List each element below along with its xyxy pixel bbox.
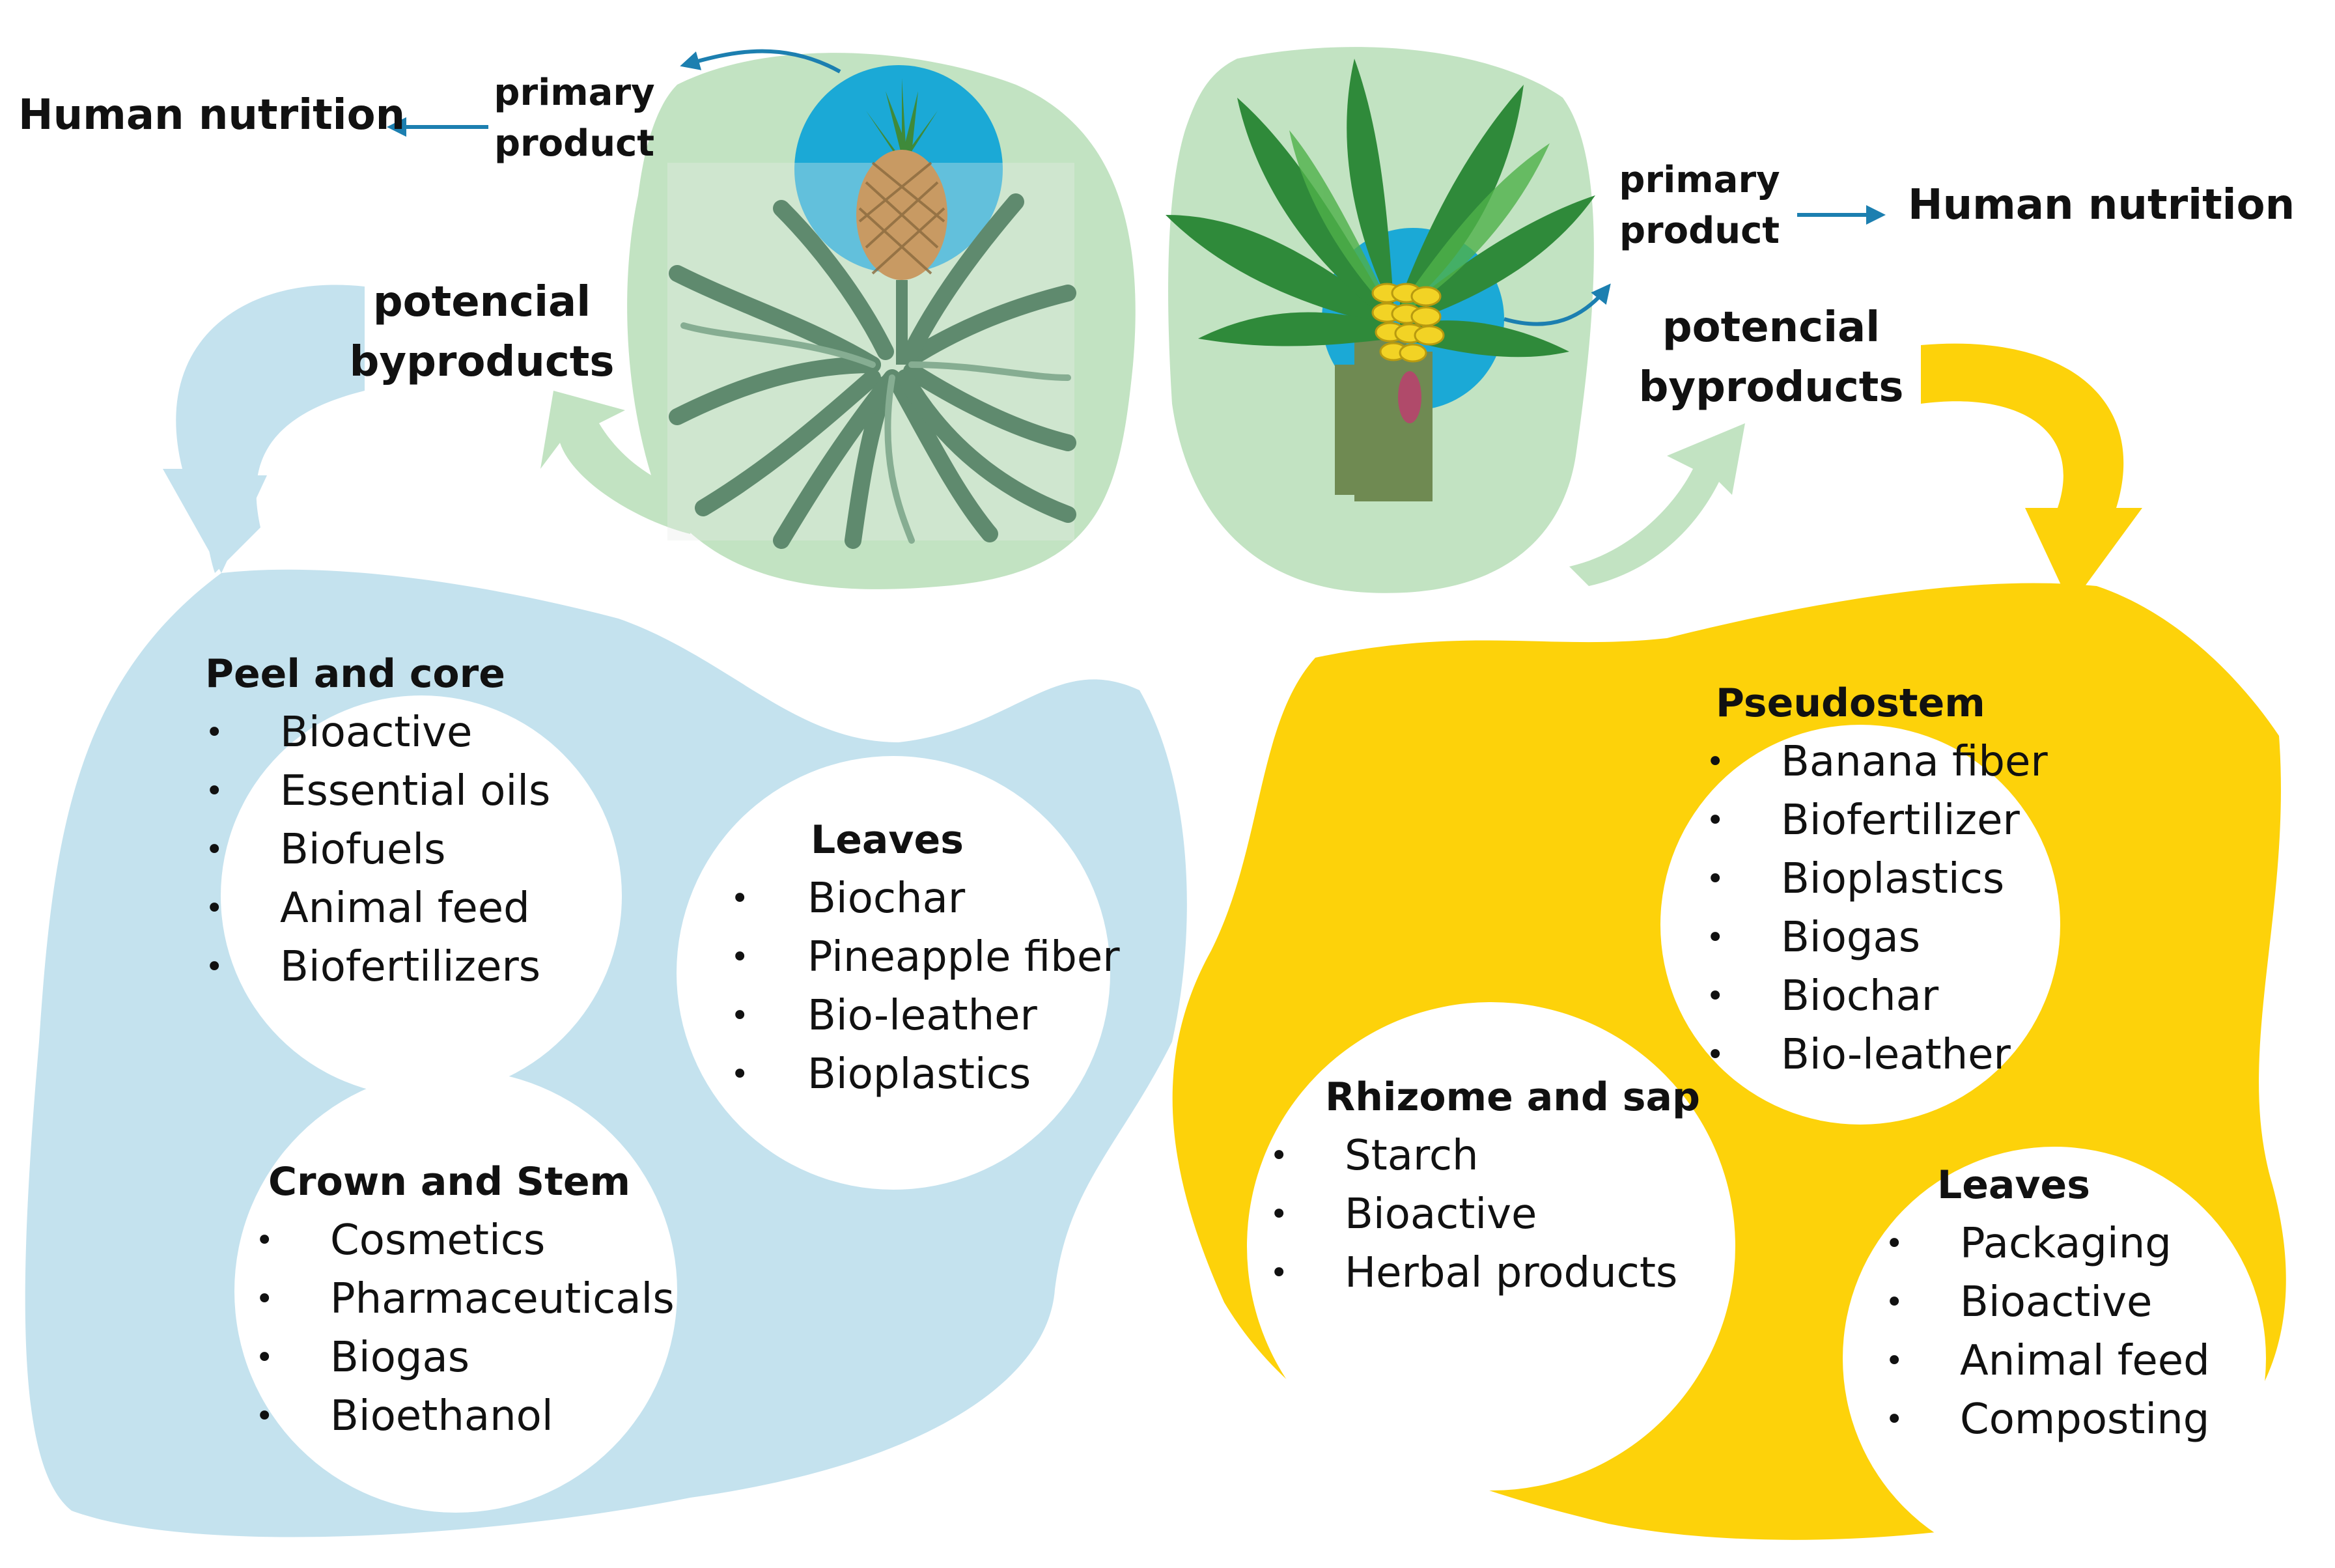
list-item: •Biofertilizers bbox=[205, 943, 541, 991]
pineapple-leaves-circle bbox=[677, 756, 1110, 1190]
group-title: Leaves bbox=[811, 817, 964, 863]
list-item: •Pharmaceuticals bbox=[255, 1275, 675, 1323]
banana-byproducts-arrow bbox=[1921, 343, 2142, 606]
list-item: •Bioactive bbox=[1885, 1278, 2153, 1326]
list-item: •Biofertilizer bbox=[1706, 796, 2020, 845]
pineapple-leaves-group: Leaves •Biochar •Pineapple fiber •Bio-le… bbox=[731, 811, 1120, 1104]
pineapple-green-arrow bbox=[540, 391, 697, 534]
pineapple-plant-illustration bbox=[667, 78, 1076, 549]
byproduct-list: •Bioactive •Essential oils •Biofuels •An… bbox=[205, 703, 550, 996]
group-title: Leaves bbox=[1937, 1162, 2090, 1208]
list-item: •Biochar bbox=[1706, 972, 1939, 1020]
banana-byproducts-line1: potencial bbox=[1662, 303, 1881, 352]
group-title: Pseudostem bbox=[1716, 680, 1985, 726]
list-item: •Bioactive bbox=[1270, 1190, 1537, 1239]
list-item: •Biofuels bbox=[205, 826, 446, 874]
byproduct-list: •Starch •Bioactive •Herbal products bbox=[1270, 1127, 1700, 1302]
list-item: •Packaging bbox=[1885, 1220, 2172, 1268]
list-item: •Starch bbox=[1270, 1132, 1479, 1180]
banana-byproducts-line2: byproducts bbox=[1638, 363, 1904, 412]
list-item: •Herbal products bbox=[1270, 1249, 1678, 1297]
list-item: •Animal feed bbox=[205, 884, 530, 932]
banana-pseudostem-group: Pseudostem •Banana fiber •Biofertilizer … bbox=[1706, 674, 2048, 1084]
banana-human-nutrition-label: Human nutrition bbox=[1908, 181, 2295, 229]
list-item: •Bioactive bbox=[205, 708, 473, 757]
pineapple-byproducts-label: potencial byproducts bbox=[345, 272, 619, 392]
pineapple-fruit-arrow bbox=[680, 49, 841, 74]
list-item: •Biogas bbox=[255, 1334, 470, 1382]
list-item: •Bioplastics bbox=[1706, 855, 2005, 903]
banana-pseudostem-circle bbox=[1660, 725, 2060, 1125]
pineapple-plant-blob bbox=[627, 53, 1136, 589]
pineapple-primary-line1: primary bbox=[494, 72, 655, 114]
list-item: •Bioplastics bbox=[731, 1050, 1031, 1099]
pineapple-byproducts-line1: potencial bbox=[372, 278, 591, 326]
pineapple-human-nutrition-label: Human nutrition bbox=[18, 91, 406, 139]
banana-byproducts-label: potencial byproducts bbox=[1634, 298, 1908, 417]
banana-leaves-circle bbox=[1843, 1147, 2266, 1568]
pineapple-peel-core-circle bbox=[221, 695, 622, 1097]
pineapple-peel-core-group: Peel and core •Bioactive •Essential oils… bbox=[205, 645, 550, 996]
list-item: •Banana fiber bbox=[1706, 738, 2048, 786]
byproduct-list: •Biochar •Pineapple fiber •Bio-leather •… bbox=[731, 869, 1120, 1104]
list-item: •Cosmetics bbox=[255, 1216, 546, 1265]
list-item: •Composting bbox=[1885, 1395, 2210, 1444]
banana-primary-product-label: primary product bbox=[1608, 155, 1791, 257]
list-item: •Essential oils bbox=[205, 767, 551, 815]
pineapple-byproducts-line2: byproducts bbox=[349, 338, 615, 386]
banana-leaves-group: Leaves •Packaging •Bioactive •Animal fee… bbox=[1885, 1156, 2210, 1449]
group-title: Rhizome and sap bbox=[1325, 1074, 1700, 1120]
banana-primary-line1: primary bbox=[1619, 159, 1780, 201]
pineapple-primary-line2: product bbox=[494, 122, 655, 165]
list-item: •Biogas bbox=[1706, 914, 1921, 962]
group-title: Crown and Stem bbox=[268, 1159, 631, 1205]
pineapple-crown-stem-circle bbox=[234, 1070, 677, 1513]
banana-rhizome-sap-group: Rhizome and sap •Starch •Bioactive •Herb… bbox=[1270, 1068, 1700, 1302]
banana-fruit-arrow bbox=[1503, 283, 1611, 326]
byproduct-list: •Packaging •Bioactive •Animal feed •Comp… bbox=[1885, 1214, 2210, 1449]
banana-plant-illustration bbox=[1166, 59, 1595, 501]
banana-green-arrow bbox=[1569, 423, 1745, 586]
list-item: •Pineapple fiber bbox=[731, 933, 1120, 981]
pineapple-crown-stem-group: Crown and Stem •Cosmetics •Pharmaceutica… bbox=[255, 1153, 675, 1446]
byproduct-list: •Cosmetics •Pharmaceuticals •Biogas •Bio… bbox=[255, 1211, 675, 1446]
list-item: •Bio-leather bbox=[1706, 1031, 2011, 1079]
list-item: •Biochar bbox=[731, 875, 966, 923]
banana-primary-line2: product bbox=[1619, 210, 1780, 252]
byproduct-list: •Banana fiber •Biofertilizer •Bioplastic… bbox=[1706, 733, 2048, 1084]
banana-rhizome-sap-circle bbox=[1247, 1002, 1735, 1491]
group-title: Peel and core bbox=[205, 651, 505, 697]
list-item: •Bio-leather bbox=[731, 992, 1037, 1040]
pineapple-primary-product-label: primary product bbox=[483, 68, 665, 169]
list-item: •Bioethanol bbox=[255, 1392, 553, 1440]
list-item: •Animal feed bbox=[1885, 1337, 2210, 1385]
